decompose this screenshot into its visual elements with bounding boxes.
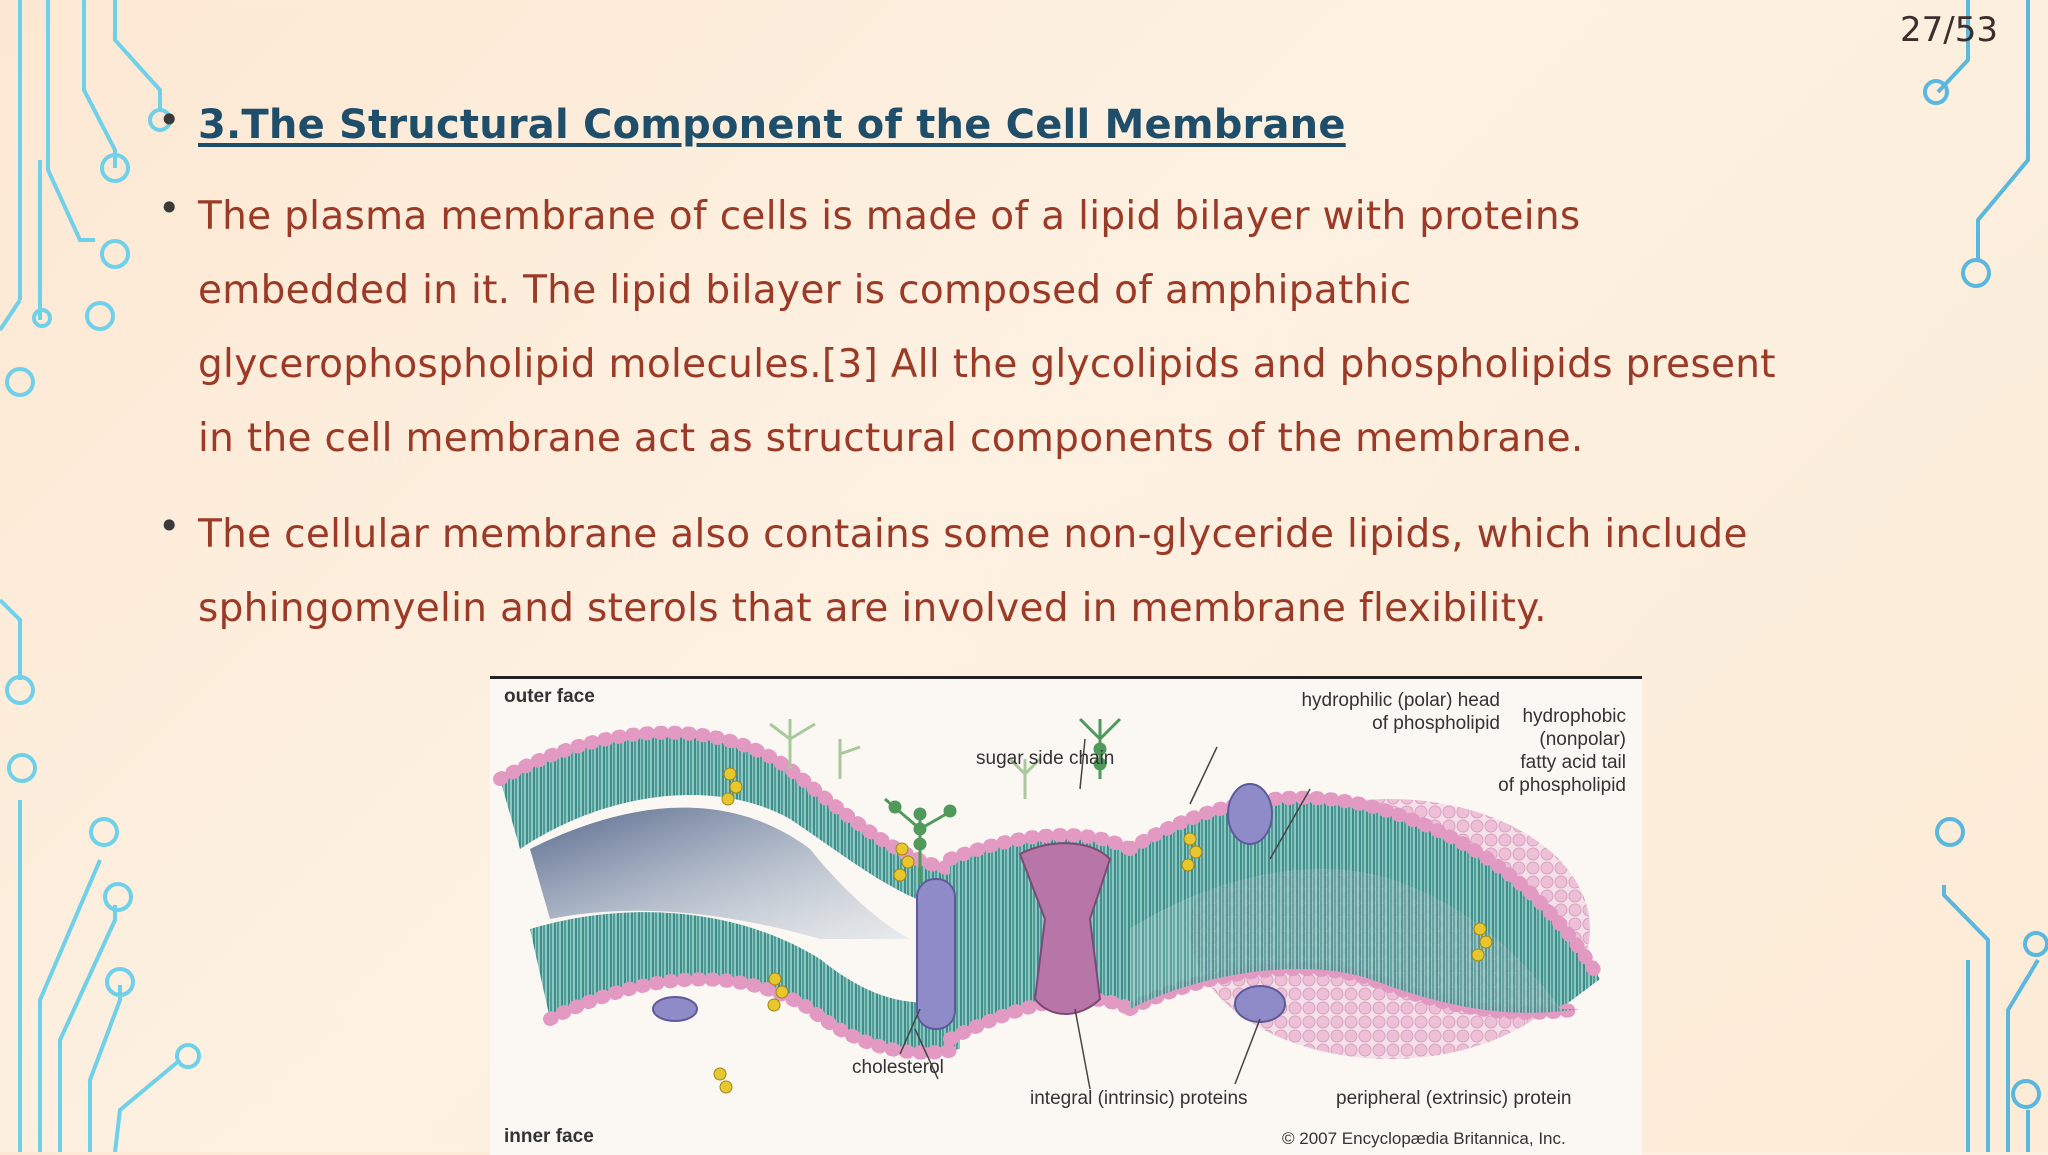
slide-heading-link[interactable]: 3.The Structural Component of the Cell M…	[198, 102, 1346, 148]
hydrophobic-line-3: fatty acid tail	[1520, 752, 1626, 773]
circuit-decoration-right	[1923, 0, 2048, 1152]
cell-membrane-illustration	[493, 717, 1607, 1094]
circuit-decoration-left	[0, 0, 201, 1152]
hydrophobic-tail-label: hydrophobic (nonpolar) fatty acid tail o…	[1450, 705, 1626, 797]
inner-face-label: inner face	[504, 1126, 594, 1147]
paragraph-text: The plasma membrane of cells is made of …	[198, 194, 1776, 461]
bullet-icon: •	[158, 98, 181, 142]
bullet-paragraph-1: • The plasma membrane of cells is made o…	[158, 180, 1798, 476]
bullet-icon: •	[158, 186, 181, 230]
bullet-icon: •	[158, 504, 181, 548]
bullet-paragraph-2: • The cellular membrane also contains so…	[158, 498, 1798, 646]
integral-proteins-label: integral (intrinsic) proteins	[1030, 1088, 1248, 1109]
copyright-label: © 2007 Encyclopædia Britannica, Inc.	[1282, 1129, 1566, 1148]
hydrophobic-line-2: (nonpolar)	[1539, 729, 1626, 750]
cholesterol-label: cholesterol	[852, 1057, 944, 1078]
hydrophilic-head-label: hydrophilic (polar) head of phospholipid	[1210, 689, 1500, 735]
hydrophobic-line-4: of phospholipid	[1498, 775, 1626, 796]
hydrophilic-head-line-2: of phospholipid	[1372, 713, 1500, 734]
bullet-heading: • 3.The Structural Component of the Cell…	[158, 92, 1798, 158]
bullet-list: • 3.The Structural Component of the Cell…	[158, 92, 1798, 668]
page-number: 27/53	[1900, 10, 1998, 50]
peripheral-protein-label: peripheral (extrinsic) protein	[1336, 1088, 1572, 1109]
sugar-side-chain-label: sugar side chain	[976, 748, 1115, 769]
hydrophobic-line-1: hydrophobic	[1522, 706, 1626, 727]
hydrophilic-head-line-1: hydrophilic (polar) head	[1301, 690, 1500, 711]
paragraph-text: The cellular membrane also contains some…	[198, 512, 1748, 631]
outer-face-label: outer face	[504, 686, 595, 707]
cell-membrane-figure: outer face inner face sugar side chain h…	[490, 676, 1642, 1155]
